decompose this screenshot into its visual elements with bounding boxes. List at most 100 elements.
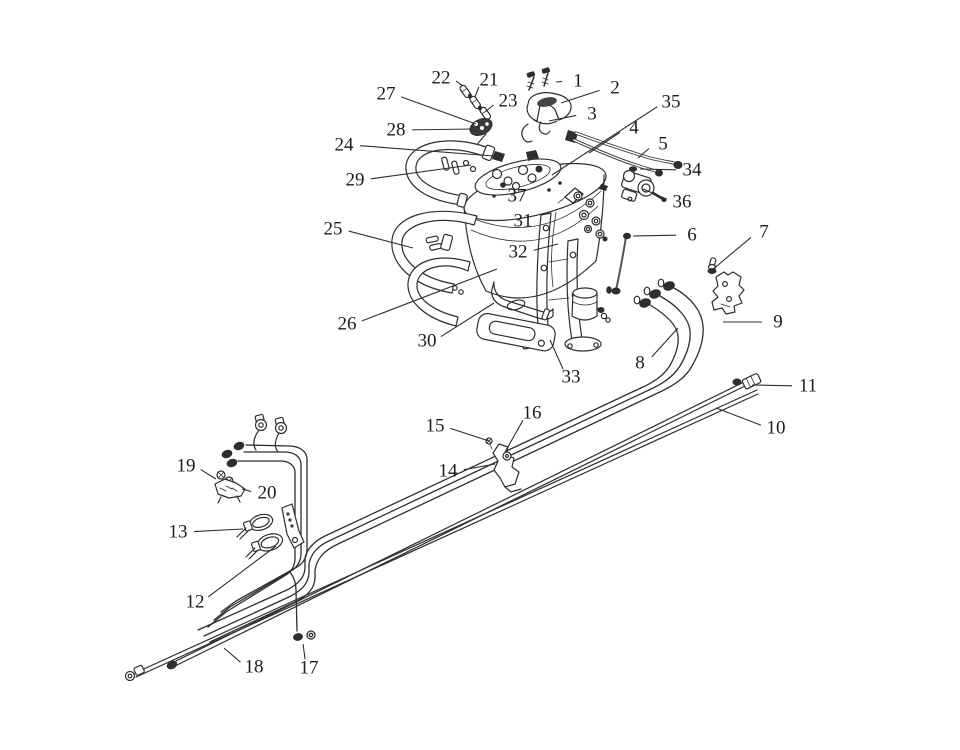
strap-middle: [391, 210, 478, 294]
leader-line-30: [440, 302, 495, 338]
fastener-stack: [459, 84, 492, 121]
pipe-joint-manifold: [214, 470, 246, 504]
leader-line-25: [348, 230, 414, 249]
straight-pipes: [124, 373, 762, 682]
cap-assembly: [521, 92, 572, 143]
part-label-30: 30: [418, 331, 437, 352]
lower-bracket: [476, 281, 556, 352]
flange-clip: [526, 150, 539, 161]
part-label-34: 34: [683, 160, 703, 181]
leader-line-34: [639, 168, 677, 171]
part-label-1: 1: [573, 71, 583, 92]
part-label-36: 36: [673, 192, 692, 213]
grommet: [707, 268, 717, 274]
drop-pipe: [289, 571, 298, 632]
hardware-trail: [557, 184, 608, 242]
leader-line-28: [411, 128, 475, 131]
leader-line-17: [302, 643, 306, 660]
leader-line-19: [200, 469, 217, 480]
tank-straps: [391, 140, 496, 327]
leader-line-29: [370, 164, 472, 180]
leader-line-16: [504, 420, 524, 453]
leader-line-7: [711, 236, 752, 271]
part-label-13: 13: [169, 522, 188, 543]
part-label-25: 25: [324, 219, 343, 240]
leader-line-6: [632, 234, 677, 237]
leader-line-11: [751, 384, 793, 387]
leader-line-36: [642, 188, 668, 200]
part-label-12: 12: [186, 592, 205, 613]
leader-line-10: [715, 407, 762, 426]
part-label-18: 18: [245, 657, 264, 678]
bracket-plates: [520, 212, 602, 352]
part-label-27: 27: [377, 84, 396, 105]
part-label-29: 29: [346, 170, 365, 191]
part-label-10: 10: [767, 418, 786, 439]
part-label-26: 26: [338, 314, 357, 335]
leader-line-3: [548, 114, 577, 122]
cap-hook: [538, 121, 551, 135]
part-label-2: 2: [610, 78, 620, 99]
strap-buckle: [425, 235, 443, 251]
cap-curl: [521, 123, 533, 143]
fuel-pump-flange-plate: [474, 150, 562, 196]
leader-line-2: [560, 89, 600, 104]
pipe-bracket-right: [707, 257, 745, 315]
part-label-16: 16: [523, 403, 542, 424]
pipe-fitting: [741, 373, 762, 390]
leader-line-35: [551, 106, 658, 176]
leader-line-13: [193, 528, 244, 533]
leader-line-32: [533, 243, 559, 251]
strap-clip: [492, 151, 505, 162]
part-label-31: 31: [514, 211, 533, 232]
part-label-4: 4: [629, 118, 639, 139]
leader-line-14: [463, 463, 496, 471]
leader-line-33: [549, 339, 564, 370]
pipe-end-fittings-right: [633, 278, 675, 308]
part-label-32: 32: [509, 242, 528, 263]
part-label-19: 19: [177, 456, 196, 477]
part-label-14: 14: [439, 461, 459, 482]
leader-line-24: [359, 145, 495, 157]
part-label-7: 7: [759, 222, 769, 243]
part-label-24: 24: [335, 135, 355, 156]
part-label-22: 22: [432, 68, 451, 89]
part-label-8: 8: [635, 353, 645, 374]
cable-ties: [253, 413, 288, 453]
pipe-bundle-left: [207, 444, 316, 641]
part-label-11: 11: [799, 376, 817, 397]
part-label-15: 15: [426, 416, 445, 437]
part-label-23: 23: [499, 91, 518, 112]
screws-top: [526, 67, 551, 91]
leader-line-26: [361, 268, 498, 322]
parts-artwork: [124, 67, 762, 682]
leader-line-4: [588, 131, 621, 154]
leader-line-12: [207, 545, 277, 598]
leader-line-5: [637, 147, 650, 159]
part-label-3: 3: [587, 104, 597, 125]
leader-line-18: [223, 647, 241, 663]
pipe-bundle-right: [197, 287, 704, 643]
part-label-6: 6: [687, 225, 697, 246]
cap-body: [526, 92, 572, 122]
leader-line-27: [400, 96, 477, 125]
hose-clamps: [236, 513, 284, 560]
tank-right-side: [595, 174, 605, 262]
leader-line-8: [651, 327, 679, 358]
leader-line-21: [474, 86, 480, 98]
breather-rod: [611, 232, 631, 295]
part-label-21: 21: [480, 70, 499, 91]
part-label-35: 35: [662, 92, 681, 113]
leader-line-15: [450, 427, 490, 442]
strap-lower: [407, 257, 471, 327]
cap-lip: [533, 119, 558, 125]
part-label-28: 28: [387, 120, 406, 141]
filter-pump: [571, 286, 612, 323]
leader-line-1: [555, 80, 563, 83]
pipe-end-fittings-left: [221, 441, 245, 468]
angle-strip-bracket: [281, 503, 305, 549]
part-label-37: 37: [508, 186, 527, 207]
